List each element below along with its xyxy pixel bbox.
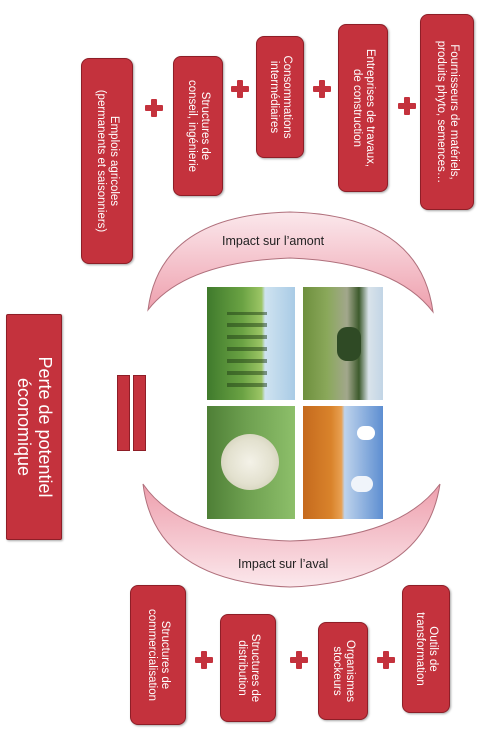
- distribution-line2: distribution: [236, 640, 248, 696]
- construction-line2: de construction: [351, 68, 363, 147]
- plus-icon: [313, 80, 331, 98]
- storage-line2: stockeurs: [331, 646, 343, 696]
- upstream-arc: [147, 211, 434, 314]
- distribution-line1: Structures de: [249, 633, 261, 703]
- farm-jobs-box: Emplois agricoles(permanents et saisonni…: [81, 58, 133, 264]
- farm-landscape-photo: [303, 287, 383, 400]
- construction-line1: Entreprises de travaux,: [364, 48, 376, 168]
- wheat-field-photo: [303, 406, 383, 519]
- upstream-label: Impact sur l’amont: [222, 234, 325, 248]
- commercialisation-line2: commercialisation: [146, 608, 158, 702]
- downstream-arc: [142, 483, 441, 588]
- suppliers-box: Fournisseurs de matériels,produits phyto…: [420, 14, 474, 210]
- construction-box: Entreprises de travaux,de construction: [338, 24, 388, 192]
- consulting-line1: Structures de: [199, 91, 211, 161]
- suppliers-line2: produits phyto, semences…: [435, 40, 447, 184]
- cauliflower-photo: [207, 406, 295, 519]
- plus-icon: [377, 651, 395, 669]
- plus-icon: [290, 651, 308, 669]
- vineyard-photo: [207, 287, 295, 400]
- processing-line2: transformation: [414, 612, 426, 686]
- storage-line1: Organismes: [344, 640, 356, 702]
- consulting-line2: conseil, ingénierie: [186, 79, 198, 173]
- equals-icon: [117, 375, 130, 451]
- consumption-line2: intermédiaires: [268, 60, 280, 134]
- commercialisation-line1: Structures de: [159, 620, 171, 690]
- equals-icon: [133, 375, 146, 451]
- plus-icon: [195, 651, 213, 669]
- processing-line1: Outils de: [427, 626, 439, 672]
- farm-jobs-line2: (permanents et saisonniers): [95, 89, 107, 233]
- plus-icon: [231, 80, 249, 98]
- result-line1: Perte de potentiel: [35, 356, 55, 498]
- result-line2: économique: [14, 377, 34, 477]
- consumption-line1: Consommations: [281, 55, 293, 139]
- downstream-label: Impact sur l’aval: [238, 557, 329, 571]
- plus-icon: [398, 97, 416, 115]
- farm-jobs-line1: Emplois agricoles: [108, 115, 120, 207]
- suppliers-line1: Fournisseurs de matériels,: [448, 44, 460, 180]
- plus-icon: [145, 99, 163, 117]
